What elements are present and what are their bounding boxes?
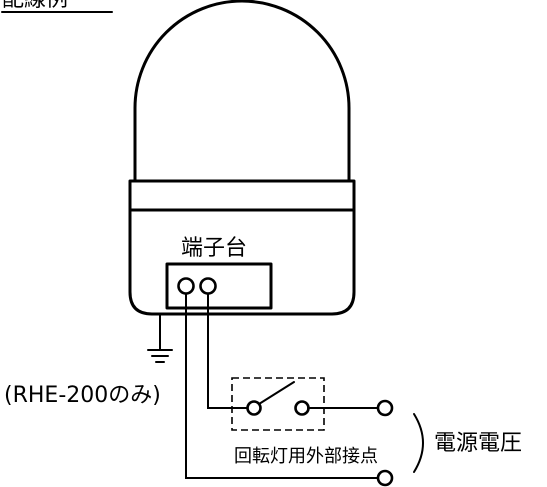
terminal-2	[199, 277, 217, 295]
supply-voltage-label: 電源電圧	[434, 431, 522, 456]
terminal-block	[165, 262, 273, 310]
terminal-block-label: 端子台	[181, 236, 247, 261]
wire-terminal-2	[207, 293, 249, 409]
supply-terminal-upper	[376, 399, 394, 417]
external-contact-label: 回転灯用外部接点	[234, 446, 378, 467]
ground-note: (RHE-200のみ)	[4, 383, 161, 408]
diagram-title: 配線例	[2, 0, 68, 12]
switch-lever	[258, 381, 295, 405]
wire-terminal-1	[185, 293, 379, 479]
lamp-base-ring	[128, 179, 356, 212]
terminal-1	[177, 277, 195, 295]
lamp-base-housing	[128, 208, 356, 316]
lamp-dome	[133, 0, 351, 183]
switch-contact-left	[246, 400, 262, 416]
supply-terminal-lower	[376, 469, 394, 487]
switch-contact-right	[294, 400, 310, 416]
supply-bracket	[413, 413, 424, 473]
external-contact-box	[231, 377, 325, 431]
